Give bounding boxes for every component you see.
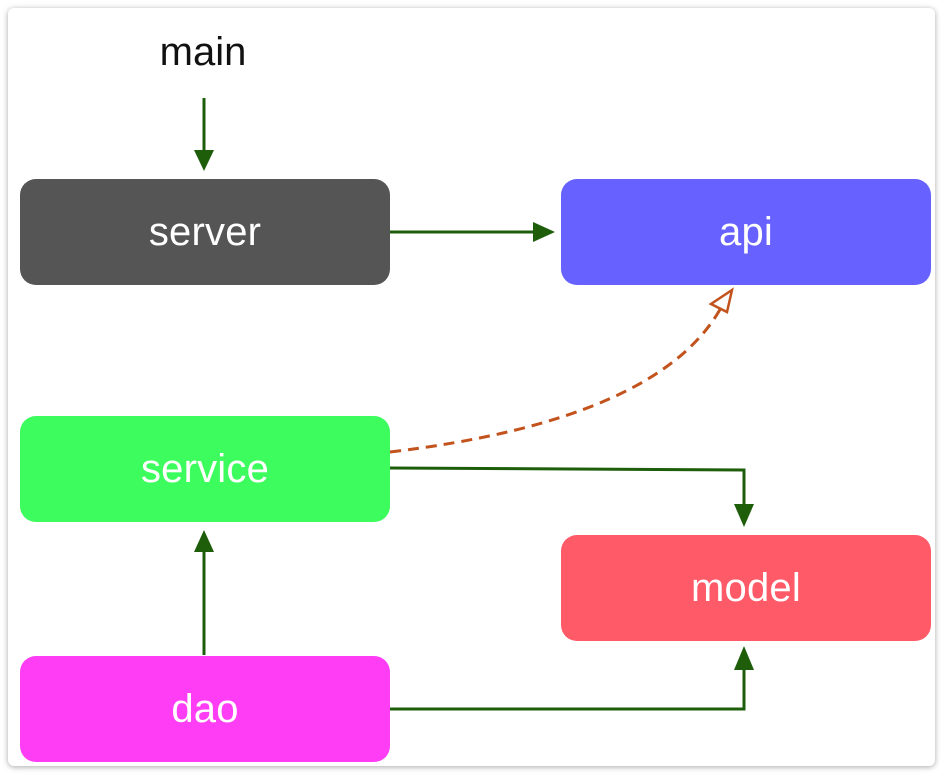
- node-dao-label: dao: [171, 686, 239, 731]
- node-service[interactable]: service: [20, 416, 390, 522]
- entry-label-main: main: [159, 30, 247, 74]
- edge-service-model: [389, 466, 754, 527]
- node-api[interactable]: api: [561, 179, 931, 285]
- node-service-label: service: [140, 446, 270, 491]
- node-server[interactable]: server: [20, 179, 390, 285]
- edge-dao-service: [194, 530, 214, 655]
- node-model-label: model: [691, 565, 801, 610]
- node-api-label: api: [719, 209, 773, 254]
- node-server-label: server: [148, 209, 262, 254]
- node-model[interactable]: model: [561, 535, 931, 641]
- edge-dao-model: [390, 646, 754, 711]
- edge-service-api: [389, 287, 734, 454]
- edge-main-server: [194, 98, 214, 171]
- edge-server-api: [390, 222, 555, 242]
- node-dao[interactable]: dao: [20, 656, 390, 762]
